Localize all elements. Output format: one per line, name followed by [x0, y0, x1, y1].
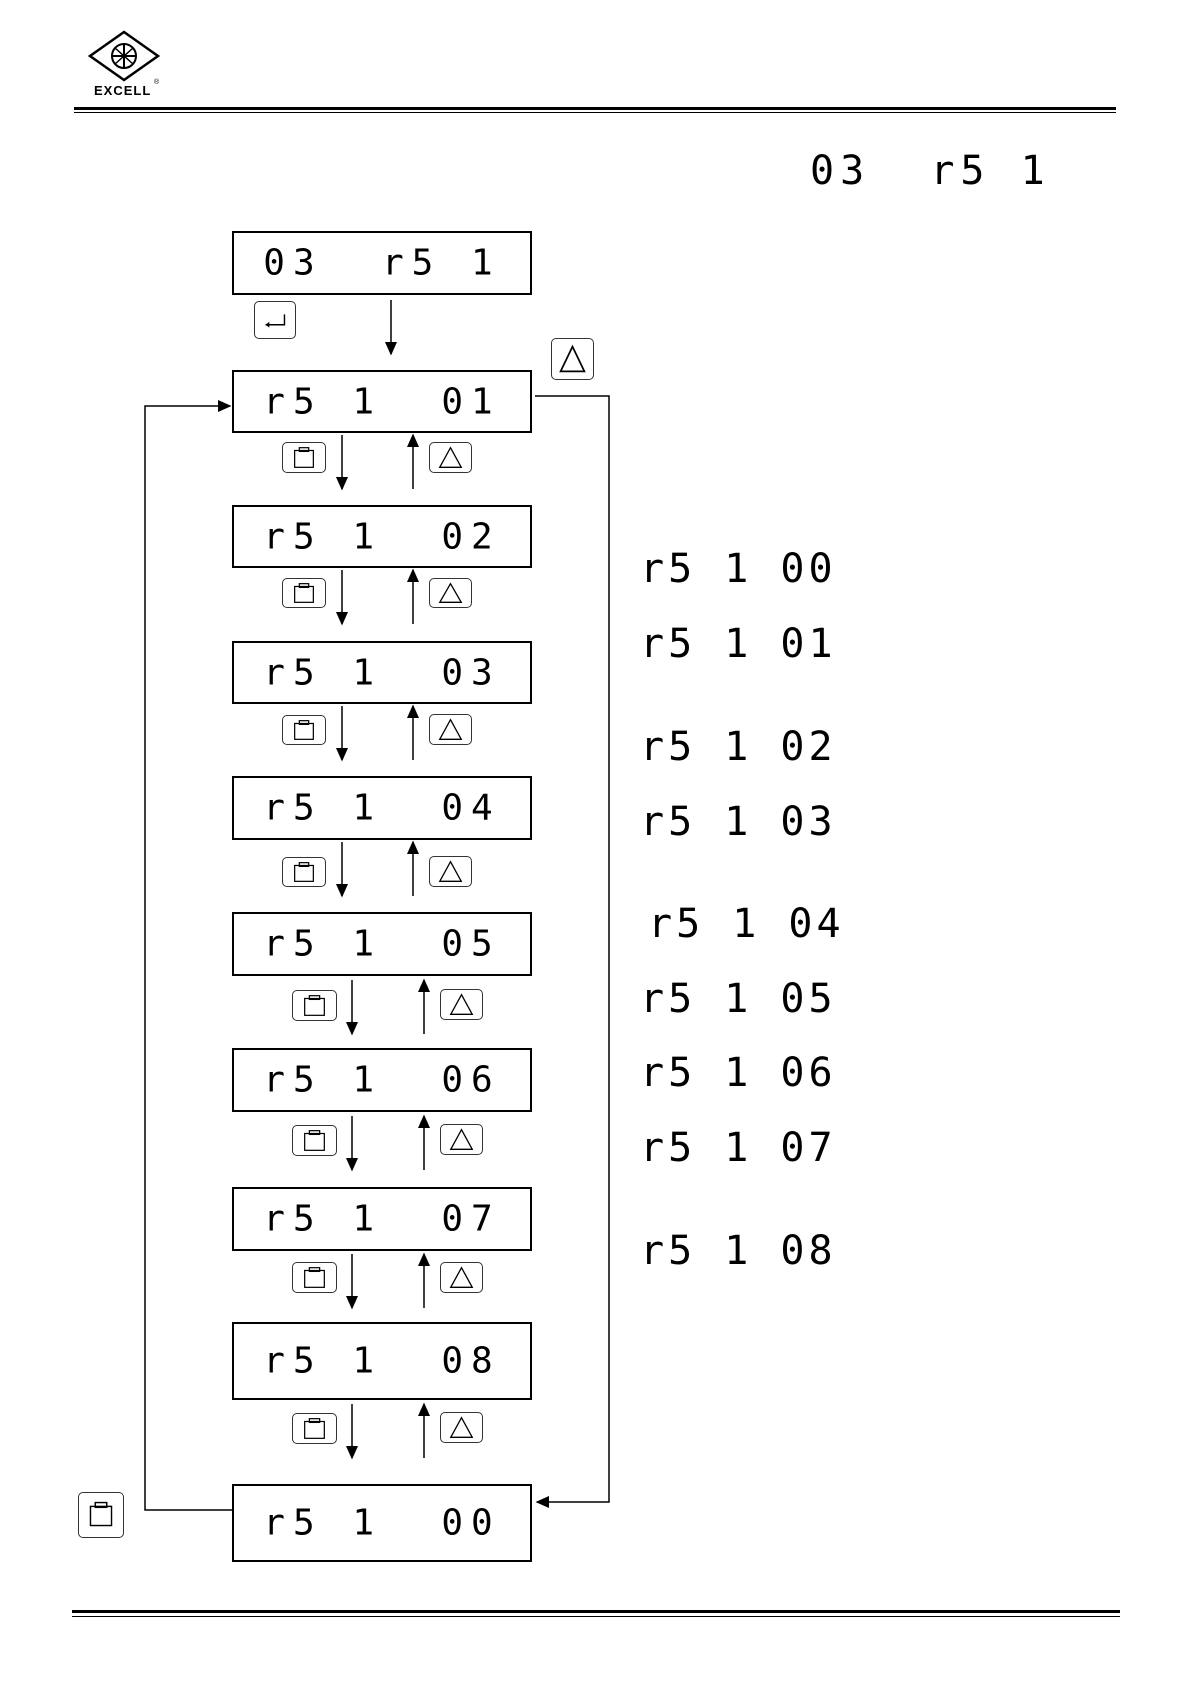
weight-key[interactable]	[292, 1413, 337, 1444]
lcd-text: r5 1 00	[234, 1503, 530, 1544]
lcd-step-03: r5 1 03	[232, 641, 532, 704]
enter-key[interactable]	[254, 301, 296, 339]
lcd-text: r5 1 01	[234, 381, 530, 422]
lcd-text: r5 1 05	[234, 924, 530, 965]
lcd-step-08: r5 1 08	[232, 1322, 532, 1400]
up-key[interactable]	[440, 989, 483, 1020]
footer-rule-thin	[72, 1616, 1120, 1617]
side-code-06: r5 1 06	[640, 1050, 837, 1096]
weight-key[interactable]	[292, 990, 337, 1021]
lcd-step-00: r5 1 00	[232, 1484, 532, 1562]
lcd-step-06: r5 1 06	[232, 1048, 532, 1112]
up-triangle-icon	[430, 715, 471, 744]
registered-mark: ®	[154, 79, 159, 86]
side-code-08: r5 1 08	[640, 1228, 837, 1274]
side-code-01: r5 1 01	[640, 621, 837, 667]
lcd-step-02: r5 1 02	[232, 505, 532, 568]
weight-icon	[293, 991, 336, 1020]
up-key[interactable]	[440, 1412, 483, 1443]
header-rule-thin	[74, 112, 1116, 113]
up-key[interactable]	[429, 856, 472, 887]
footer-rule	[72, 1610, 1120, 1613]
side-code-05: r5 1 05	[640, 976, 837, 1022]
lcd-text: r5 1 07	[234, 1199, 530, 1240]
up-triangle-icon	[441, 990, 482, 1019]
side-code-04: r5 1 04	[648, 901, 845, 947]
lcd-start: 03 r5 1	[232, 231, 532, 295]
header-rule	[74, 107, 1116, 110]
lcd-step-04: r5 1 04	[232, 776, 532, 840]
weight-icon	[283, 716, 325, 744]
side-code-03: r5 1 03	[640, 799, 837, 845]
lcd-step-01: r5 1 01	[232, 370, 532, 433]
enter-icon	[255, 302, 295, 338]
weight-icon	[283, 443, 325, 472]
up-triangle-icon	[430, 443, 471, 472]
lcd-text: r5 1 06	[234, 1060, 530, 1101]
heading-code: 03 r5 1	[810, 148, 1051, 194]
side-code-07: r5 1 07	[640, 1125, 837, 1171]
excell-logo	[88, 30, 160, 82]
weight-icon	[79, 1493, 123, 1537]
up-key[interactable]	[440, 1124, 483, 1155]
lcd-step-07: r5 1 07	[232, 1187, 532, 1251]
lcd-text: r5 1 04	[234, 788, 530, 829]
weight-key-loop[interactable]	[78, 1492, 124, 1538]
weight-key[interactable]	[282, 578, 326, 608]
lcd-step-05: r5 1 05	[232, 912, 532, 976]
up-triangle-icon	[441, 1413, 482, 1442]
lcd-text: r5 1 02	[234, 516, 530, 557]
up-key[interactable]	[440, 1262, 483, 1293]
weight-key[interactable]	[282, 442, 326, 473]
up-triangle-icon	[552, 339, 593, 379]
lcd-start-text: 03 r5 1	[234, 243, 530, 284]
brand-name: EXCELL	[94, 83, 151, 98]
up-triangle-icon	[441, 1125, 482, 1154]
side-code-00: r5 1 00	[640, 546, 837, 592]
up-key[interactable]	[429, 578, 472, 608]
up-triangle-icon	[441, 1263, 482, 1292]
up-triangle-icon	[430, 857, 471, 886]
up-key-main[interactable]	[551, 338, 594, 380]
weight-icon	[283, 858, 325, 886]
weight-icon	[293, 1414, 336, 1443]
weight-key[interactable]	[292, 1262, 337, 1293]
up-triangle-icon	[430, 579, 471, 607]
lcd-text: r5 1 08	[234, 1341, 530, 1382]
lcd-text: r5 1 03	[234, 652, 530, 693]
up-key[interactable]	[429, 714, 472, 745]
weight-key[interactable]	[292, 1125, 337, 1156]
weight-icon	[293, 1263, 336, 1292]
weight-icon	[293, 1126, 336, 1155]
side-code-02: r5 1 02	[640, 724, 837, 770]
weight-key[interactable]	[282, 715, 326, 745]
weight-key[interactable]	[282, 857, 326, 887]
up-key[interactable]	[429, 442, 472, 473]
weight-icon	[283, 579, 325, 607]
